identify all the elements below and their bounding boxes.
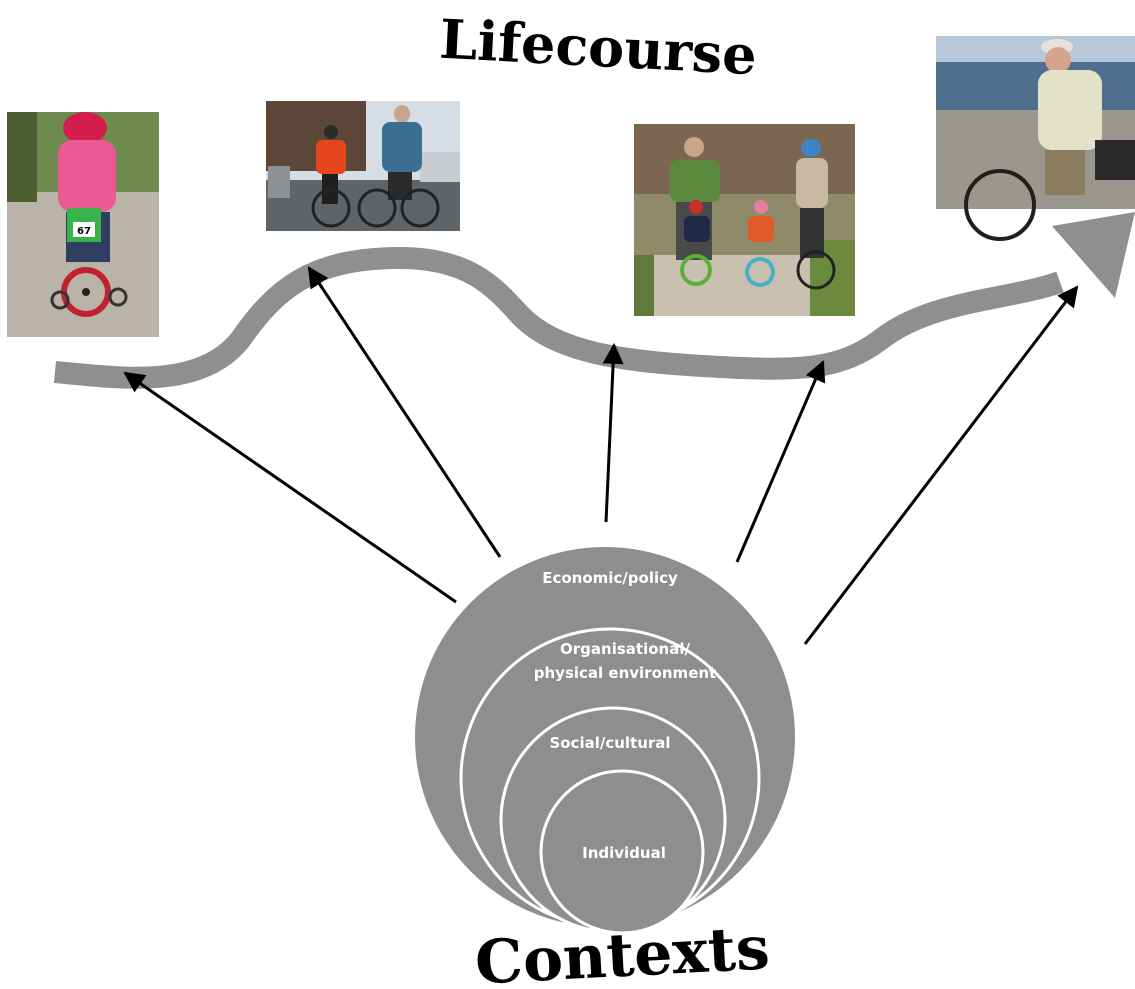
label-social-cultural: Social/cultural (549, 734, 670, 752)
connector-arrow-1 (123, 371, 457, 604)
label-individual: Individual (582, 844, 666, 862)
label-economic-policy: Economic/policy (542, 569, 678, 587)
lifecourse-arrow (53, 212, 1135, 389)
label-organisational-line2: physical environment (534, 664, 716, 682)
connector-arrow-4 (735, 360, 826, 563)
photo-commuters (266, 101, 460, 231)
photo-family-ride (634, 124, 855, 316)
label-organisational-line1: Organisational/ (560, 640, 690, 658)
photo-child-on-trike: 67 (7, 112, 159, 337)
ring-individual (539, 769, 705, 935)
lifecourse-title: Lifecourse (438, 7, 758, 88)
bib-number: 67 (77, 226, 91, 237)
connector-arrows (123, 266, 1079, 645)
contexts-title: Contexts (473, 913, 771, 989)
connector-arrow-3 (602, 342, 624, 523)
connector-arrow-2 (307, 266, 502, 558)
contexts-circles (415, 547, 795, 935)
connector-arrow-5 (803, 285, 1079, 645)
photo-older-man (936, 36, 1135, 241)
lifecourse-arrowhead (1052, 212, 1135, 298)
